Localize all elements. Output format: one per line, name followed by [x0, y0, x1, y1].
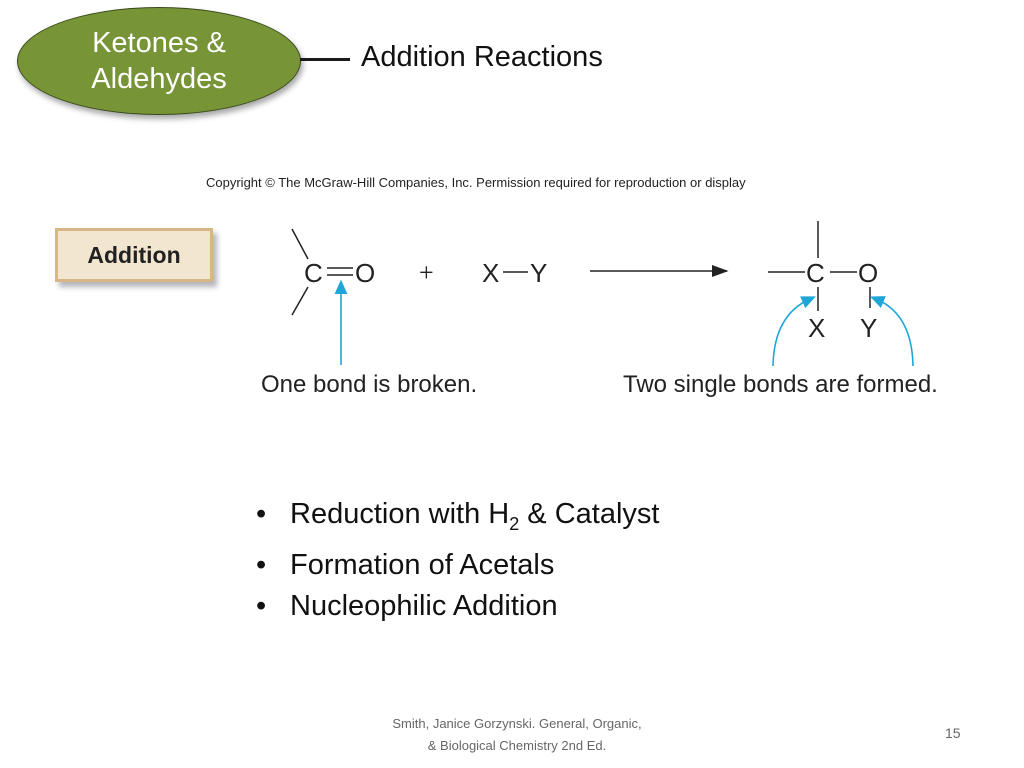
section-badge-line2: Aldehydes: [91, 63, 227, 95]
carbonyl-reactant: C O: [291, 228, 375, 365]
section-badge: Ketones & Aldehydes: [17, 7, 301, 115]
addition-label-box: Addition: [55, 228, 213, 282]
carbon-atom: C: [304, 258, 323, 288]
svg-text:O: O: [858, 258, 878, 288]
connector-line: [300, 58, 350, 61]
plus-sign: +: [419, 258, 434, 287]
caption-bonds-formed: Two single bonds are formed.: [623, 371, 938, 398]
section-badge-line1: Ketones &: [92, 27, 226, 59]
svg-text:X: X: [482, 258, 499, 288]
svg-text:C: C: [806, 258, 825, 288]
addition-label: Addition: [87, 241, 181, 268]
svg-text:Y: Y: [530, 258, 547, 288]
oxygen-atom: O: [355, 258, 375, 288]
copyright-notice: Copyright © The McGraw-Hill Companies, I…: [206, 175, 746, 190]
page-number: 15: [945, 725, 961, 741]
bullet-list: •Reduction with H2 & Catalyst •Formation…: [256, 494, 659, 627]
slide-title: Addition Reactions: [361, 41, 603, 73]
svg-text:X: X: [808, 313, 825, 343]
addition-product: C O X Y: [768, 221, 914, 367]
footer-citation: Smith, Janice Gorzynski. General, Organi…: [392, 716, 642, 753]
bullet-item: •Reduction with H2 & Catalyst: [256, 498, 660, 534]
bullet-item: •Formation of Acetals: [256, 548, 555, 581]
bond-formed-arrow-left: [772, 296, 816, 367]
bullet-item: •Nucleophilic Addition: [256, 589, 558, 622]
svg-text:Y: Y: [860, 313, 877, 343]
xy-reactant: X Y: [482, 258, 547, 288]
caption-bond-broken: One bond is broken.: [261, 371, 478, 398]
bond-formed-arrow-right: [870, 296, 914, 367]
